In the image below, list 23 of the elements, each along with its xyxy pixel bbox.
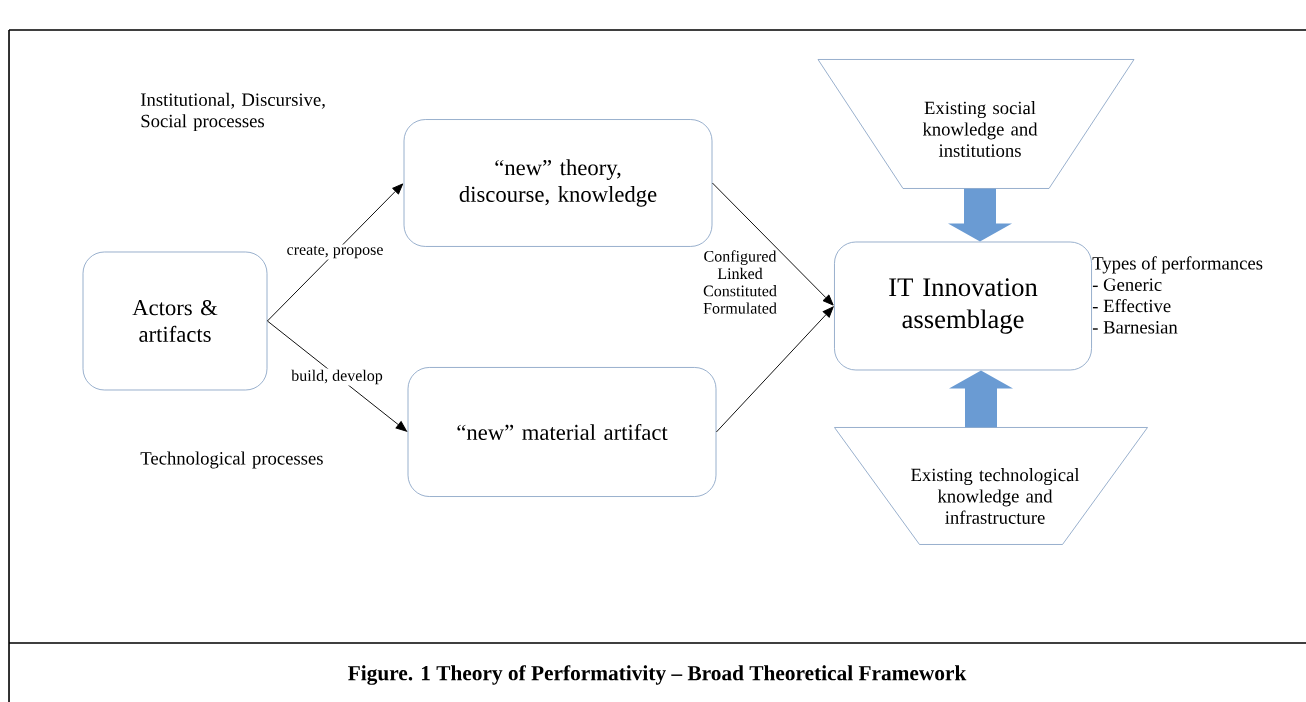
trapezoid-box: Existing technological knowledge and infrastructure	[834, 427, 1148, 545]
trapezoid-box: Existing social knowledge and institutions	[817, 59, 1135, 189]
process-box: Actors & artifacts	[82, 251, 268, 391]
arrow	[711, 182, 834, 306]
edge-label: build, develop	[289, 368, 385, 386]
node-label: - Generic	[1092, 278, 1162, 291]
block-arrow	[949, 370, 1013, 428]
edge-label: create, propose	[285, 244, 385, 260]
node-label: - Barnesian	[1092, 321, 1178, 334]
figure-caption: Figure. 1 Theory of Performativity – Broad Theoretical Framework	[348, 665, 967, 685]
process-box: “new” material artifact	[407, 367, 717, 497]
arrow	[266, 183, 404, 322]
process-label: Configured Linked Constituted Formulated	[703, 250, 777, 314]
node-label: Types of performances	[1092, 256, 1263, 274]
process-label: Technological processes	[140, 451, 323, 469]
block-arrow	[948, 188, 1012, 242]
node-caption: Types of performances - Generic - Effective - Barnesian	[1092, 256, 1263, 334]
arrow	[266, 320, 408, 432]
process-box: IT Innovation assemblage	[834, 241, 1092, 371]
process-box: “new” theory, discourse, knowledge	[403, 119, 713, 247]
arrow	[715, 306, 834, 433]
process-label: Institutional, Discursive, Social processes	[140, 92, 325, 132]
node-label: - Effective	[1092, 298, 1171, 313]
